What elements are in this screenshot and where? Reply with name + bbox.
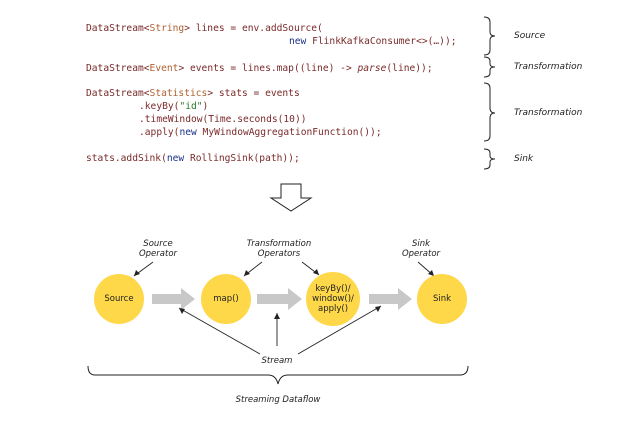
code-line-3: DataStream<Event> events = lines.map((li…	[86, 62, 433, 75]
code-function: parse	[357, 63, 387, 74]
pointer-stream-left	[178, 307, 261, 355]
code-text: DataStream<	[86, 23, 150, 34]
brace-streaming-dataflow	[87, 365, 469, 385]
arrowhead-stream-middle	[274, 313, 280, 319]
caption-transformation-operators: Transformation Operators	[246, 239, 312, 259]
arrowhead-keyby	[313, 269, 319, 275]
code-string: "id"	[179, 101, 203, 112]
label-transformation-1: Transformation	[514, 62, 583, 72]
code-type: Statistics	[149, 88, 208, 99]
code-text: DataStream<	[86, 63, 150, 74]
code-keyword: new	[289, 36, 307, 47]
flow-arrow-2	[257, 288, 302, 310]
caption-stream: Stream	[261, 356, 293, 366]
code-text: RollingSink(path));	[184, 153, 300, 164]
brace-transformation-2	[483, 82, 496, 142]
label-sink: Sink	[514, 154, 534, 164]
code-text: > lines = env.addSource(	[184, 23, 323, 34]
code-type: Event	[149, 63, 179, 74]
arrowhead-stream-left	[179, 308, 185, 314]
code-text: FlinkKafkaConsumer<>(…));	[306, 36, 457, 47]
brace-transformation-1	[483, 56, 496, 78]
node-sink: Sink	[417, 274, 467, 324]
arrowhead-map	[244, 270, 250, 276]
code-type: String	[149, 23, 185, 34]
down-arrow-icon	[269, 183, 313, 212]
caption-source-operator: Source Operator	[138, 239, 178, 259]
code-line-6: .timeWindow(Time.seconds(10))	[139, 113, 307, 126]
node-source: Source	[94, 274, 144, 324]
brace-sink	[483, 148, 496, 170]
label-transformation-2: Transformation	[514, 108, 583, 118]
code-text: MyWindowAggregationFunction());	[196, 127, 382, 138]
code-line-8: stats.addSink(new RollingSink(path));	[86, 152, 300, 165]
code-line-1: DataStream<String> lines = env.addSource…	[86, 22, 323, 35]
code-line-4: DataStream<Statistics> stats = events	[86, 87, 300, 100]
code-text: .apply(	[139, 127, 180, 138]
arrowhead-source	[134, 270, 140, 276]
code-keyword: new	[166, 153, 185, 164]
flow-arrow-3	[369, 288, 412, 310]
node-map: map()	[201, 274, 251, 324]
code-text: )	[202, 101, 209, 112]
flow-arrow-1	[152, 288, 195, 310]
caption-sink-operator: Sink Operator	[401, 239, 441, 259]
code-line-5: .keyBy("id")	[139, 100, 208, 113]
label-source: Source	[514, 31, 546, 41]
code-line-2: new FlinkKafkaConsumer<>(…));	[289, 35, 457, 48]
caption-streaming-dataflow: Streaming Dataflow	[235, 395, 321, 405]
code-text: .keyBy(	[139, 101, 180, 112]
brace-source	[483, 16, 496, 56]
node-keyby-window-apply: keyBy()/ window()/ apply()	[306, 272, 360, 326]
code-line-7: .apply(new MyWindowAggregationFunction()…	[139, 126, 382, 139]
code-keyword: new	[179, 127, 197, 138]
code-text: (line));	[386, 63, 433, 74]
code-text: stats.addSink(	[86, 153, 167, 164]
pointer-stream-right	[297, 305, 382, 355]
code-text: DataStream<	[86, 88, 150, 99]
code-text: > events = lines.map((line) ->	[178, 63, 358, 74]
code-text: .timeWindow(Time.seconds(10))	[139, 114, 307, 125]
arrowhead-stream-right	[375, 306, 381, 312]
code-text: > stats = events	[207, 88, 300, 99]
